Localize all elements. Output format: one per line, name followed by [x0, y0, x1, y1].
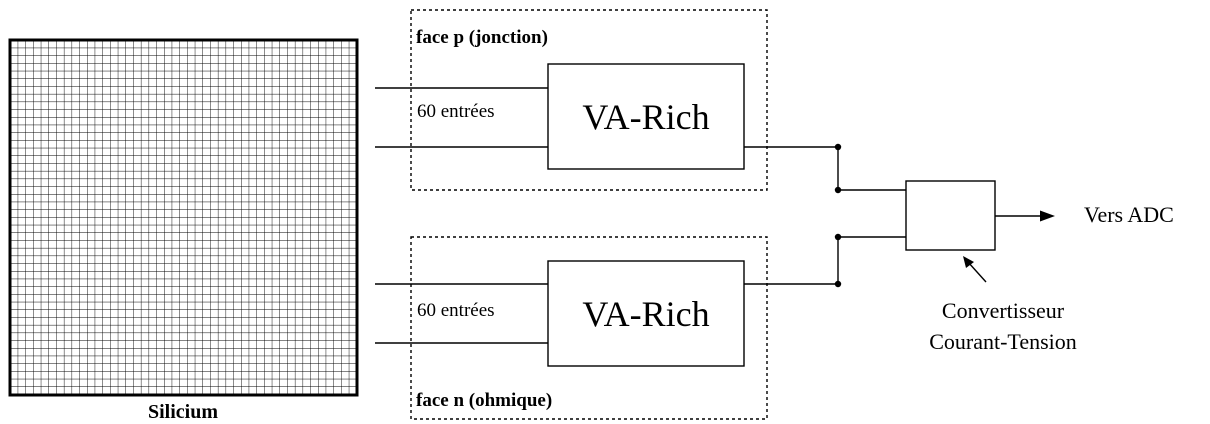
- silicon-label: Silicium: [148, 401, 218, 423]
- face-n-va-rich-chip: [547, 260, 745, 367]
- output-label: Vers ADC: [1084, 202, 1174, 227]
- face-p-box: [410, 9, 768, 191]
- converter-pointer-head: [963, 256, 974, 268]
- face-p-group: face p (jonction) 60 entrées VA-Rich: [375, 9, 838, 191]
- junction-dot: [834, 143, 842, 151]
- face-p-va-rich-chip: [547, 63, 745, 170]
- face-n-label: face n (ohmique): [416, 390, 552, 411]
- face-n-chip-label: VA-Rich: [582, 294, 709, 334]
- converter-label-line2: Courant-Tension: [929, 329, 1077, 354]
- face-n-box: [410, 236, 768, 420]
- converter-box: [905, 180, 996, 251]
- junction-dot: [834, 186, 842, 194]
- converter: Vers ADC Convertisseur Courant-Tension: [905, 180, 1174, 354]
- output-arrow-head: [1040, 210, 1055, 222]
- face-n-group: face n (ohmique) 60 entrées VA-Rich: [375, 236, 838, 420]
- bus-wiring: [834, 143, 906, 288]
- converter-pointer-shaft: [967, 261, 987, 283]
- silicon-grid: [8, 38, 359, 397]
- junction-dot: [834, 280, 842, 288]
- converter-label-line1: Convertisseur: [942, 298, 1065, 323]
- face-p-chip-label: VA-Rich: [582, 97, 709, 137]
- face-p-inputs-label: 60 entrées: [417, 101, 495, 122]
- face-p-label: face p (jonction): [416, 27, 548, 48]
- silicon-detector: Silicium: [8, 38, 359, 423]
- junction-dot: [834, 233, 842, 241]
- face-n-inputs-label: 60 entrées: [417, 300, 495, 321]
